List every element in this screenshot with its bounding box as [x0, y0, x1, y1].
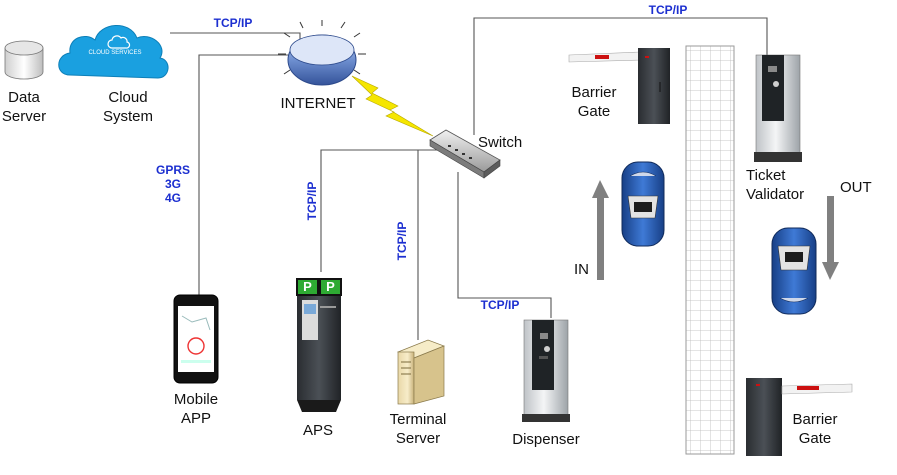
- protocol-switch-validator: TCP/IP: [648, 3, 688, 17]
- arrow-in-icon: [592, 180, 609, 280]
- database-cylinder-icon: [4, 40, 44, 80]
- mobile-app-label: Mobile APP: [173, 391, 219, 427]
- tower-server-icon: [397, 339, 445, 405]
- line-switch-dispenser: [457, 172, 552, 318]
- arrow-out-icon: [822, 196, 839, 280]
- out-label: OUT: [840, 179, 872, 196]
- protocol-cloud-internet: TCP/IP: [213, 16, 253, 30]
- protocol-terminal-link: TCP/IP: [395, 221, 409, 261]
- line-switch-aps: [320, 149, 440, 272]
- cloud-services-logo-text: CLOUD SERVICES: [88, 50, 142, 56]
- switch-label: Switch: [478, 134, 523, 151]
- car-in-icon: [621, 161, 665, 247]
- ticket-dispenser-icon: [522, 319, 570, 422]
- pay-station-icon: [296, 278, 342, 412]
- cloud-icon: [58, 25, 169, 79]
- line-switch-validator: [473, 17, 768, 135]
- protocol-aps-link: TCP/IP: [305, 181, 319, 221]
- in-label: IN: [574, 261, 589, 278]
- barrier-gate-bottom-label: Barrier Gate: [792, 411, 838, 447]
- terminal-server-label: Terminal Server: [389, 411, 447, 447]
- data-server-label: Data Server: [1, 89, 47, 125]
- network-switch-icon: [429, 129, 501, 179]
- internet-label: INTERNET: [280, 95, 356, 112]
- smartphone-icon: [173, 294, 219, 384]
- protocol-dispenser-link: TCP/IP: [480, 298, 520, 312]
- dispenser-label: Dispenser: [512, 431, 580, 448]
- line-mobile-internet: [198, 54, 290, 300]
- line-switch-terminal: [417, 149, 440, 340]
- car-out-icon: [771, 227, 817, 315]
- globe-router-icon: [278, 20, 366, 86]
- cloud-system-label: Cloud System: [102, 89, 153, 125]
- aps-sign-p-right: P: [326, 279, 335, 294]
- protocol-mobile-link: GPRS 3G 4G: [155, 163, 190, 205]
- lightning-link-icon: [351, 75, 434, 137]
- line-cloud-internet: [170, 32, 301, 45]
- parking-lane-grid: [685, 45, 735, 455]
- aps-sign-p-left: P: [303, 279, 312, 294]
- barrier-gate-bottom-icon: [746, 378, 853, 456]
- ticket-validator-icon: [754, 54, 802, 162]
- barrier-gate-top-label: Barrier Gate: [571, 84, 617, 120]
- ticket-validator-label: Ticket Validator: [746, 167, 805, 203]
- barrier-gate-top-icon: [568, 48, 670, 124]
- connection-lines: [170, 17, 768, 340]
- aps-label: APS: [302, 422, 333, 439]
